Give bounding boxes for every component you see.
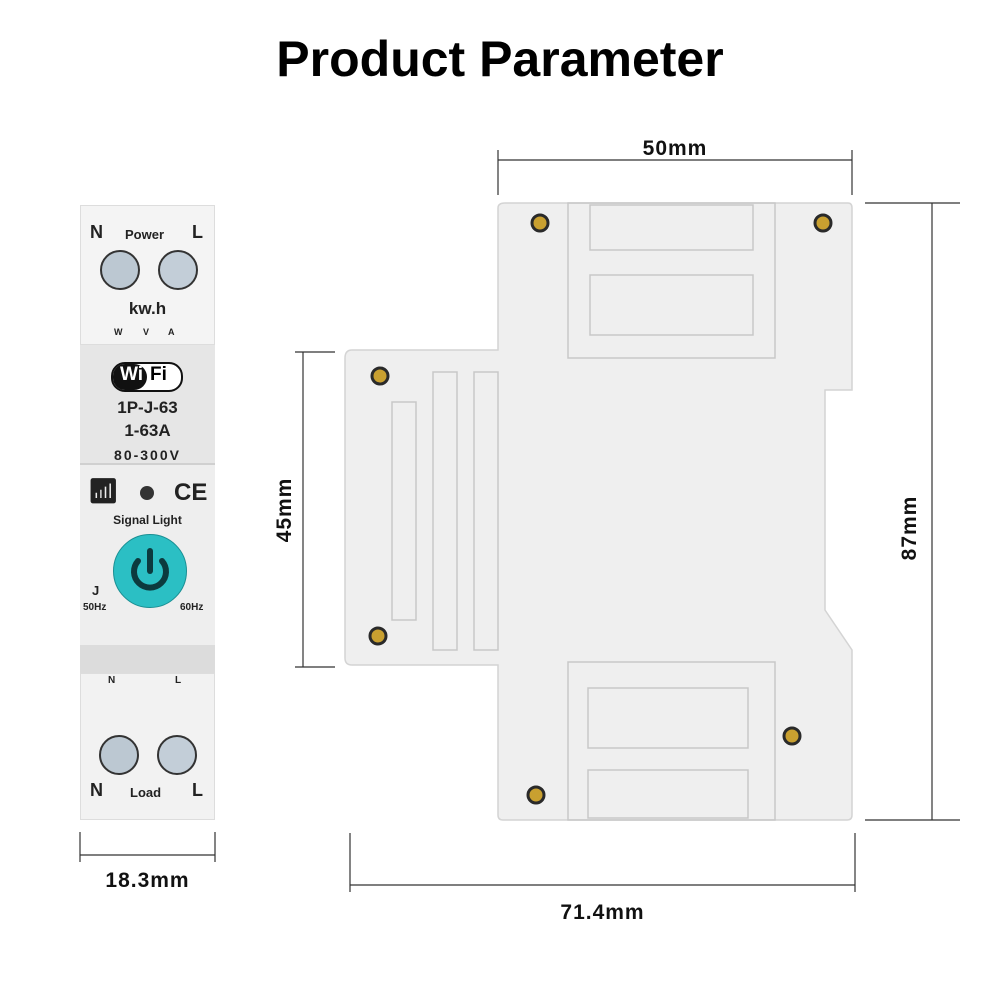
label-kwh: kw.h <box>128 299 167 318</box>
dim-total-width: 71.4mm <box>560 901 645 924</box>
label-l-top: L <box>192 222 203 242</box>
mounting-screw-icon <box>368 626 388 646</box>
terminal-screw-icon <box>99 735 139 775</box>
label-n-bottom: N <box>90 780 103 800</box>
label-a: A <box>168 327 175 337</box>
mounting-screw-icon <box>526 785 546 805</box>
page-title: Product Parameter <box>276 31 724 87</box>
terminal-screw-icon <box>158 250 198 290</box>
label-l-bottom: L <box>192 780 203 800</box>
terminal-screw-icon <box>157 735 197 775</box>
power-icon <box>131 548 169 591</box>
label-60hz: 60Hz <box>180 602 204 613</box>
signal-light-label: Signal Light <box>113 513 182 527</box>
dim-top-width: 50mm <box>642 137 708 160</box>
current-label: 1-63A <box>124 421 171 440</box>
dim-rail-height: 45mm <box>273 477 296 543</box>
label-v: V <box>143 327 150 337</box>
label-w: W <box>114 327 123 337</box>
label-50hz: 50Hz <box>83 602 107 613</box>
wifi-signal-icon: 📶︎ <box>88 478 119 505</box>
label-load: Load <box>130 785 162 800</box>
back-plate <box>344 202 853 821</box>
model-label: 1P-J-63 <box>117 398 178 417</box>
label-j: J <box>92 583 100 598</box>
voltage-label: 80-300V <box>114 447 181 463</box>
mounting-screw-icon <box>370 366 390 386</box>
label-power: Power <box>125 227 165 242</box>
mounting-screw-icon <box>782 726 802 746</box>
power-button[interactable] <box>113 534 187 608</box>
mounting-screw-icon <box>530 213 550 233</box>
signal-light-indicator <box>140 486 154 500</box>
mounting-screw-icon <box>813 213 833 233</box>
dim-module-width: 18.3mm <box>105 869 190 892</box>
label-l-small: L <box>175 675 182 686</box>
label-n-top: N <box>90 222 103 242</box>
label-n-small: N <box>108 675 116 686</box>
terminal-screw-icon <box>100 250 140 290</box>
ce-mark: CE <box>174 479 208 506</box>
dim-total-height: 87mm <box>898 495 921 561</box>
